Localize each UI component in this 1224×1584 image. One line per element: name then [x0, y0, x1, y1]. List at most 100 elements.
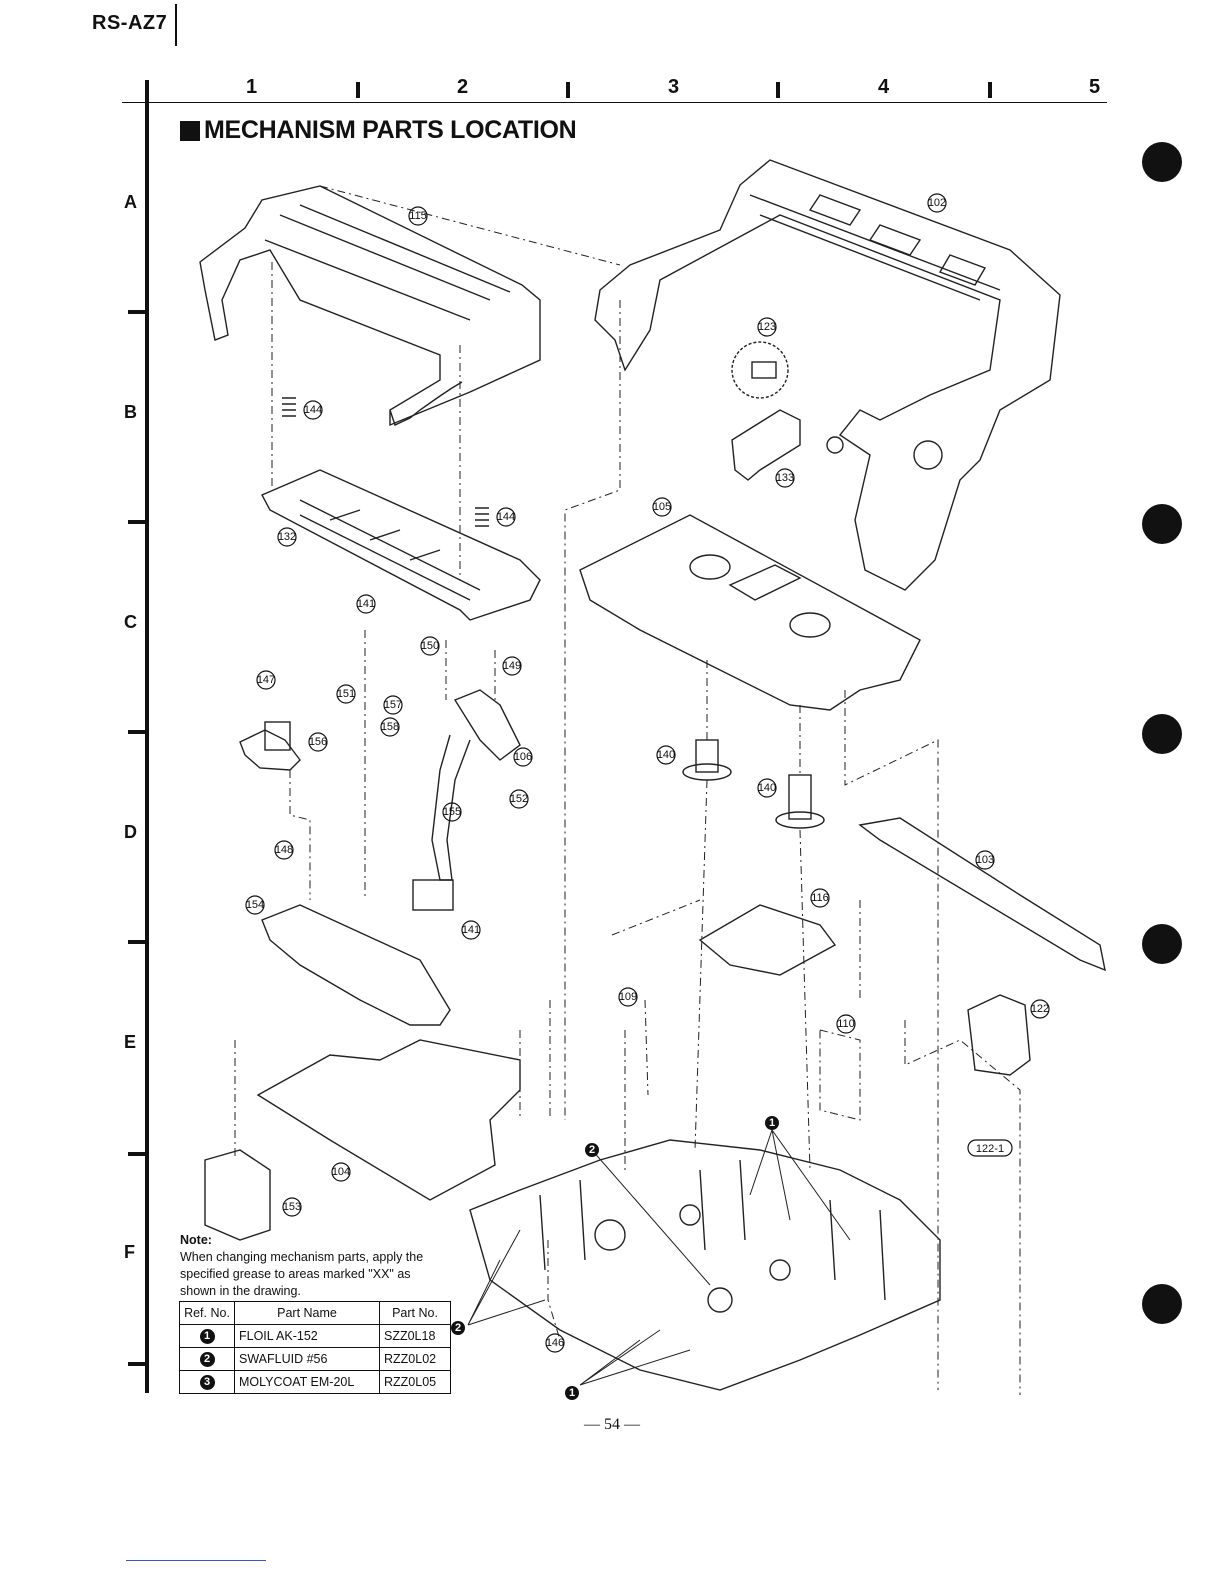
callout-144: 144	[304, 404, 322, 416]
page-number: — 54 —	[584, 1416, 640, 1433]
page-title: MECHANISM PARTS LOCATION	[180, 116, 577, 145]
callout-133: 133	[776, 472, 794, 484]
row-letter-e: E	[124, 1032, 137, 1052]
column-number-4: 4	[878, 76, 890, 98]
callout-106: 106	[514, 751, 532, 763]
callout-155: 155	[443, 806, 461, 818]
table-row: 3 MOLYCOAT EM-20L RZZ0L05	[179, 1370, 451, 1394]
callout-150: 150	[421, 640, 439, 652]
callout-102: 102	[928, 197, 946, 209]
callout-154: 154	[246, 899, 264, 911]
callout-141: 141	[357, 598, 375, 610]
binding-hole	[1142, 924, 1182, 964]
callout-104: 104	[332, 1166, 350, 1178]
column-number-3: 3	[668, 76, 680, 98]
part-no-cell: RZZ0L02	[379, 1347, 451, 1371]
callout-105: 105	[653, 501, 671, 513]
row-tick	[128, 730, 146, 734]
callout-151: 151	[337, 688, 355, 700]
callout-144: 144	[497, 511, 515, 523]
grease-marker-label: 2	[455, 1322, 461, 1334]
ref-badge: 3	[199, 1375, 215, 1390]
binding-hole	[1142, 504, 1182, 544]
callout-109: 109	[619, 991, 637, 1003]
part-no-cell: RZZ0L05	[379, 1370, 451, 1394]
header-divider	[175, 4, 177, 46]
callout-148: 148	[275, 844, 293, 856]
callout-122: 122	[1031, 1003, 1049, 1015]
part-no-cell: SZZ0L18	[379, 1324, 451, 1348]
column-number-1: 1	[246, 76, 258, 98]
grease-marker-label: 1	[569, 1387, 575, 1399]
column-number-5: 5	[1089, 76, 1101, 98]
table-row: 2 SWAFLUID #56 RZZ0L02	[179, 1347, 451, 1371]
callout-132: 132	[278, 531, 296, 543]
grease-marker-1	[451, 1321, 465, 1335]
part-name-cell: SWAFLUID #56	[234, 1347, 380, 1371]
callout-110: 110	[837, 1018, 855, 1030]
grease-marker-2	[585, 1143, 599, 1157]
row-tick	[128, 940, 146, 944]
header-part-no: Part No.	[379, 1301, 451, 1325]
grease-marker-label: 2	[589, 1144, 595, 1156]
row-tick	[128, 1152, 146, 1156]
grease-marker-1	[765, 1116, 779, 1130]
callout-158: 158	[381, 721, 399, 733]
callout-122-1: 122-1	[976, 1143, 1004, 1155]
page-title-text: MECHANISM PARTS LOCATION	[204, 116, 577, 144]
note-title: Note:	[180, 1233, 212, 1247]
part-132-frame	[261, 469, 541, 621]
header-ref-no: Ref. No.	[179, 1301, 235, 1325]
column-number-2: 2	[457, 76, 469, 98]
grease-marker-1	[565, 1386, 579, 1400]
column-tick	[776, 82, 780, 98]
part-115-holder	[199, 185, 541, 427]
binding-hole	[1142, 142, 1182, 182]
title-square-icon	[180, 120, 200, 141]
column-tick	[988, 82, 992, 98]
ref-badge: 1	[199, 1329, 215, 1344]
row-letter-d: D	[124, 822, 137, 842]
table-header-row: Ref. No. Part Name Part No.	[179, 1301, 451, 1325]
grease-markers	[451, 1116, 779, 1400]
row-letter-f: F	[124, 1242, 135, 1262]
callout-147: 147	[257, 674, 275, 686]
row-tick	[128, 310, 146, 314]
grease-parts-table: Ref. No. Part Name Part No. 1 FLOIL AK-1…	[179, 1301, 451, 1394]
part-146-chassis	[469, 1139, 941, 1391]
row-letter-a: A	[124, 192, 137, 212]
callout-146: 146	[546, 1337, 564, 1349]
callout-140: 140	[758, 782, 776, 794]
callout-141: 141	[462, 924, 480, 936]
callout-140: 140	[657, 749, 675, 761]
part-102-holder	[594, 159, 1061, 591]
part-105-tray	[579, 514, 921, 711]
callout-123: 123	[758, 321, 776, 333]
callout-115: 115	[409, 210, 427, 222]
grease-note: Note: When changing mechanism parts, app…	[180, 1232, 448, 1300]
callout-153: 153	[283, 1201, 301, 1213]
callout-156: 156	[309, 736, 327, 748]
column-tick	[566, 82, 570, 98]
binding-hole	[1142, 714, 1182, 754]
row-tick	[128, 1362, 146, 1366]
callout-152: 152	[510, 793, 528, 805]
callout-149: 149	[503, 660, 521, 672]
callout-157: 157	[384, 699, 402, 711]
part-104-plate	[256, 1039, 521, 1201]
note-text: When changing mechanism parts, apply the…	[180, 1250, 424, 1298]
left-grid-rule	[145, 80, 149, 1393]
header-part-name: Part Name	[234, 1301, 380, 1325]
row-letter-b: B	[124, 402, 137, 422]
row-letter-c: C	[124, 612, 137, 632]
grease-marker-label: 1	[769, 1117, 775, 1129]
column-tick	[356, 82, 360, 98]
ref-badge: 2	[199, 1352, 215, 1367]
top-grid-rule	[122, 102, 1107, 103]
part-name-cell: FLOIL AK-152	[234, 1324, 380, 1348]
model-number: RS-AZ7	[92, 12, 168, 34]
part-name-cell: MOLYCOAT EM-20L	[234, 1370, 380, 1394]
binding-hole	[1142, 1284, 1182, 1324]
footer-line	[126, 1560, 266, 1561]
